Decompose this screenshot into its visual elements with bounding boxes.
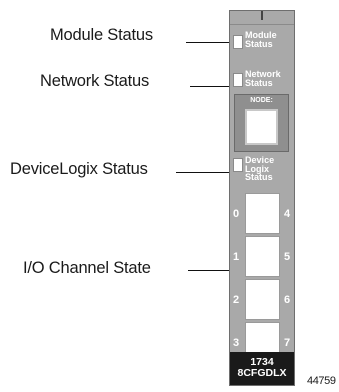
network-status-led (233, 73, 243, 87)
callout-devicelogix-status: DeviceLogix Status (10, 160, 148, 178)
channel-number: 0 (233, 208, 240, 220)
channel-number: 4 (284, 208, 291, 220)
node-label: NODE: (250, 97, 273, 104)
io-channel-block-1-5 (245, 236, 280, 277)
channel-number: 1 (233, 251, 240, 263)
callout-network-status: Network Status (40, 72, 150, 90)
channel-number: 6 (284, 294, 291, 306)
callout-io-channel-state: I/O Channel State (23, 259, 151, 277)
callout-module-status: Module Status (50, 26, 153, 44)
channel-number: 3 (233, 337, 240, 349)
part-number-label: 1734 8CFGDLX (230, 352, 294, 385)
node-address-window (245, 109, 278, 145)
figure-id: 44759 (307, 375, 336, 387)
devicelogix-status-led (233, 158, 243, 172)
io-channel-block-0-4 (245, 193, 280, 234)
leader-line-devicelogix-status (176, 172, 232, 173)
module-status-led (233, 35, 243, 49)
channel-number: 2 (233, 294, 240, 306)
leader-line-module-status (186, 42, 232, 43)
channel-number: 5 (284, 251, 291, 263)
part-number-line-1: 1734 (250, 356, 274, 368)
top-notch (261, 11, 263, 20)
leader-line-io-channel-state (188, 270, 232, 271)
channel-number: 7 (284, 337, 291, 349)
node-address-box: NODE: (234, 94, 289, 152)
part-number-line-2: 8CFGDLX (237, 367, 287, 379)
top-divider (230, 24, 294, 25)
io-channel-block-2-6 (245, 279, 280, 320)
leader-line-network-status (190, 86, 232, 87)
